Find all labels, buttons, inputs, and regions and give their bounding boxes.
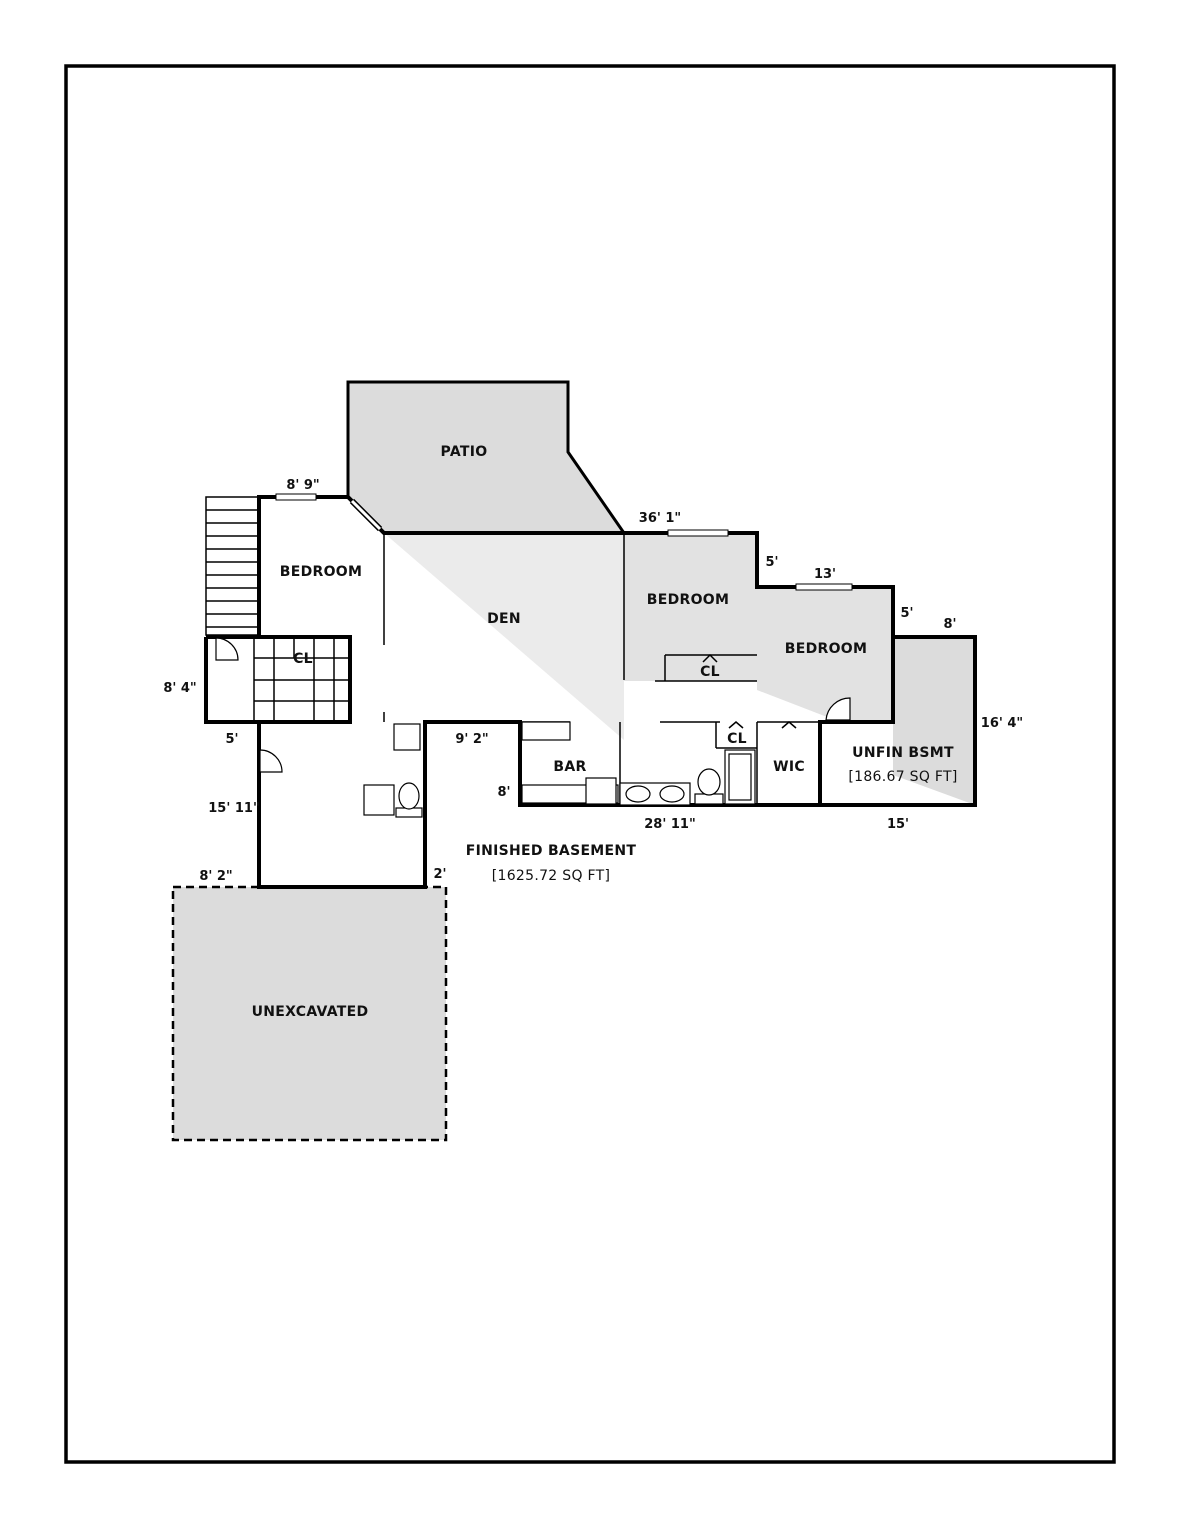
bar-sink (585, 777, 617, 805)
toilet-bowl (398, 782, 420, 810)
dimension-label: 8' 4" (163, 681, 196, 696)
dimension-label: 8' 9" (286, 478, 319, 493)
tub-inner (728, 753, 752, 801)
dimension-label: 13' (814, 567, 836, 582)
interior-stairs (253, 637, 350, 722)
bedroom-west-label: BEDROOM (280, 564, 362, 580)
finished-basement-label: FINISHED BASEMENT (466, 843, 637, 859)
dimension-label: 5' (765, 555, 778, 570)
light-shade-band (384, 533, 624, 740)
closet-west-wall (259, 635, 352, 724)
closet-middle-label: CL (700, 664, 720, 680)
closet-west-label: CL (293, 651, 313, 667)
sink (659, 785, 685, 803)
den-label: DEN (487, 611, 521, 627)
dimension-label: 28' 11" (644, 817, 695, 832)
dimension-label: 2' (433, 867, 446, 882)
unfin-bsmt-shade (893, 637, 975, 805)
patio-label: PATIO (441, 444, 488, 460)
unexcavated-label: UNEXCAVATED (252, 1004, 369, 1020)
bar-label: BAR (553, 759, 586, 775)
unexcavated-area (171, 885, 448, 1142)
finished-basement-area: [1625.72 SQ FT] (492, 868, 610, 884)
closet-marker (728, 721, 744, 729)
bedroom-east-wall (818, 637, 895, 805)
unfin-bsmt-area: [186.67 SQ FT] (848, 769, 957, 785)
bedroom-middle-shade (624, 533, 757, 681)
page-frame (64, 64, 1116, 1464)
dimension-label: 5' (900, 606, 913, 621)
doors (215, 637, 851, 773)
dimension-label: 36' 1" (639, 511, 681, 526)
closet-marker (781, 721, 797, 729)
dimension-label: 15' 11" (208, 801, 259, 816)
windows (275, 493, 853, 591)
dimension-label: 9' 2" (455, 732, 488, 747)
dimension-label: 8' (497, 785, 510, 800)
bedroom-east-label: BEDROOM (785, 641, 867, 657)
dimension-label: 16' 4" (981, 716, 1023, 731)
unfin-bsmt-label: UNFIN BSMT (852, 745, 954, 761)
bedroom-east-shade (757, 587, 893, 722)
shower-stall (393, 723, 421, 751)
toilet-bowl (697, 768, 721, 796)
bar-counter (521, 721, 571, 741)
dimension-label: 8' (943, 617, 956, 632)
dimension-label: 5' (225, 732, 238, 747)
outer-wall-north-west (204, 495, 977, 889)
dimension-label: 8' 2" (199, 869, 232, 884)
bedroom-middle-label: BEDROOM (647, 592, 729, 608)
closet-marker (702, 653, 718, 663)
wic-label: WIC (773, 759, 805, 775)
sink (625, 785, 651, 803)
vanity (363, 784, 395, 816)
exterior-stairs (205, 496, 260, 636)
dimension-label: 15' (887, 817, 909, 832)
closet-bath-label: CL (727, 731, 747, 747)
